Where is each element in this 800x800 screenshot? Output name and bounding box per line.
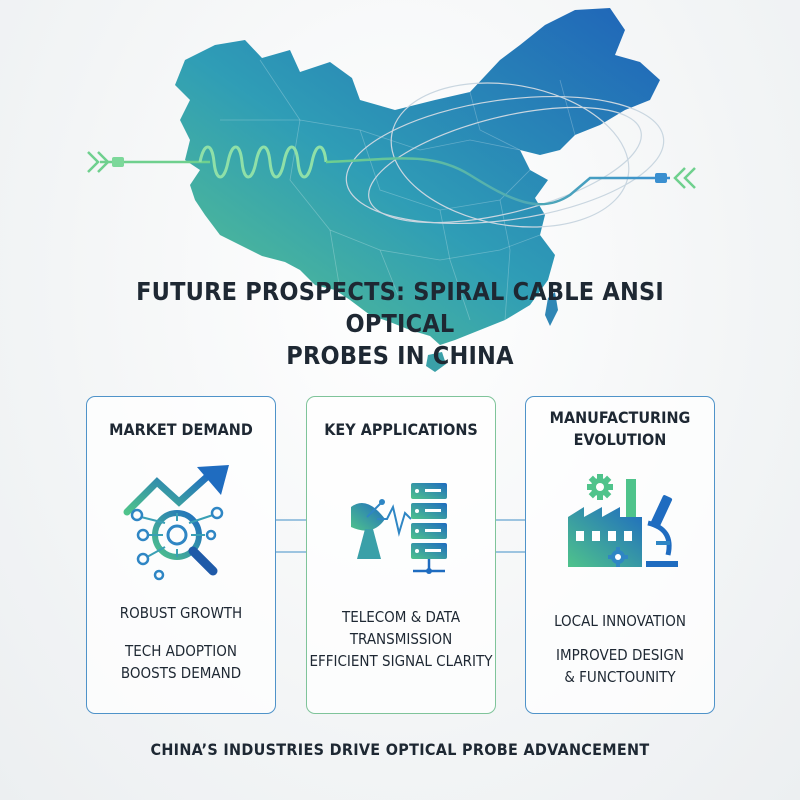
cable-right (325, 157, 670, 206)
card-line-2: TECH ADOPTION (125, 642, 237, 660)
arrow-tail-left-icon (87, 151, 110, 173)
hainan-island (426, 352, 446, 372)
arrow-tail-right-icon (673, 167, 696, 189)
page-title: FUTURE PROSPECTS: SPIRAL CABLE ANSI OPTI… (100, 276, 700, 372)
card-market-demand: MARKET DEMAND ROBUST GROWTH TECH ADOPTIO… (86, 396, 276, 714)
china-map-shape (175, 8, 660, 345)
card-line-2: TRANSMISSION (349, 630, 453, 648)
card-heading: KEY APPLICATIONS (324, 420, 478, 439)
china-map-illustration (87, 8, 696, 372)
card-line-1: ROBUST GROWTH (119, 604, 243, 622)
factory-microscope-icon (568, 474, 678, 567)
microscope-icon (646, 495, 678, 567)
card-line-1: LOCAL INNOVATION (554, 612, 686, 630)
card-heading-line-2: EVOLUTION (573, 430, 667, 449)
hero-graphic (0, 0, 800, 390)
card-line-2: IMPROVED DESIGN (556, 646, 684, 664)
card-key-applications: KEY APPLICATIONS TELECOM & DATA TRANSMIS… (306, 396, 496, 714)
satellite-server-icon (351, 483, 447, 574)
spiral-cable (198, 145, 328, 179)
province-borders (220, 59, 576, 321)
cable-connector-right (655, 173, 667, 183)
cable-connector-left (112, 157, 124, 167)
card-line-3: EFFICIENT SIGNAL CLARITY (309, 652, 493, 670)
card-heading: MANUFACTURING EVOLUTION (526, 407, 714, 451)
card-heading-line-1: MANUFACTURING (549, 408, 691, 427)
growth-chart-magnifier-icon (123, 465, 229, 581)
card-heading: MARKET DEMAND (109, 420, 253, 439)
card-line-3: & FUNCTOUNITY (564, 668, 676, 686)
taiwan-island (545, 292, 558, 326)
orbit-rings (345, 82, 665, 228)
title-line-1: FUTURE PROSPECTS: SPIRAL CABLE ANSI OPTI… (136, 277, 664, 338)
footer-tagline: CHINA’S INDUSTRIES DRIVE OPTICAL PROBE A… (150, 740, 650, 759)
title-line-2: PROBES IN CHINA (286, 341, 514, 370)
card-line-3: BOOSTS DEMAND (120, 664, 242, 682)
card-manufacturing-evolution: MANUFACTURING EVOLUTION (525, 396, 715, 714)
card-line-1: TELECOM & DATA (341, 608, 461, 626)
